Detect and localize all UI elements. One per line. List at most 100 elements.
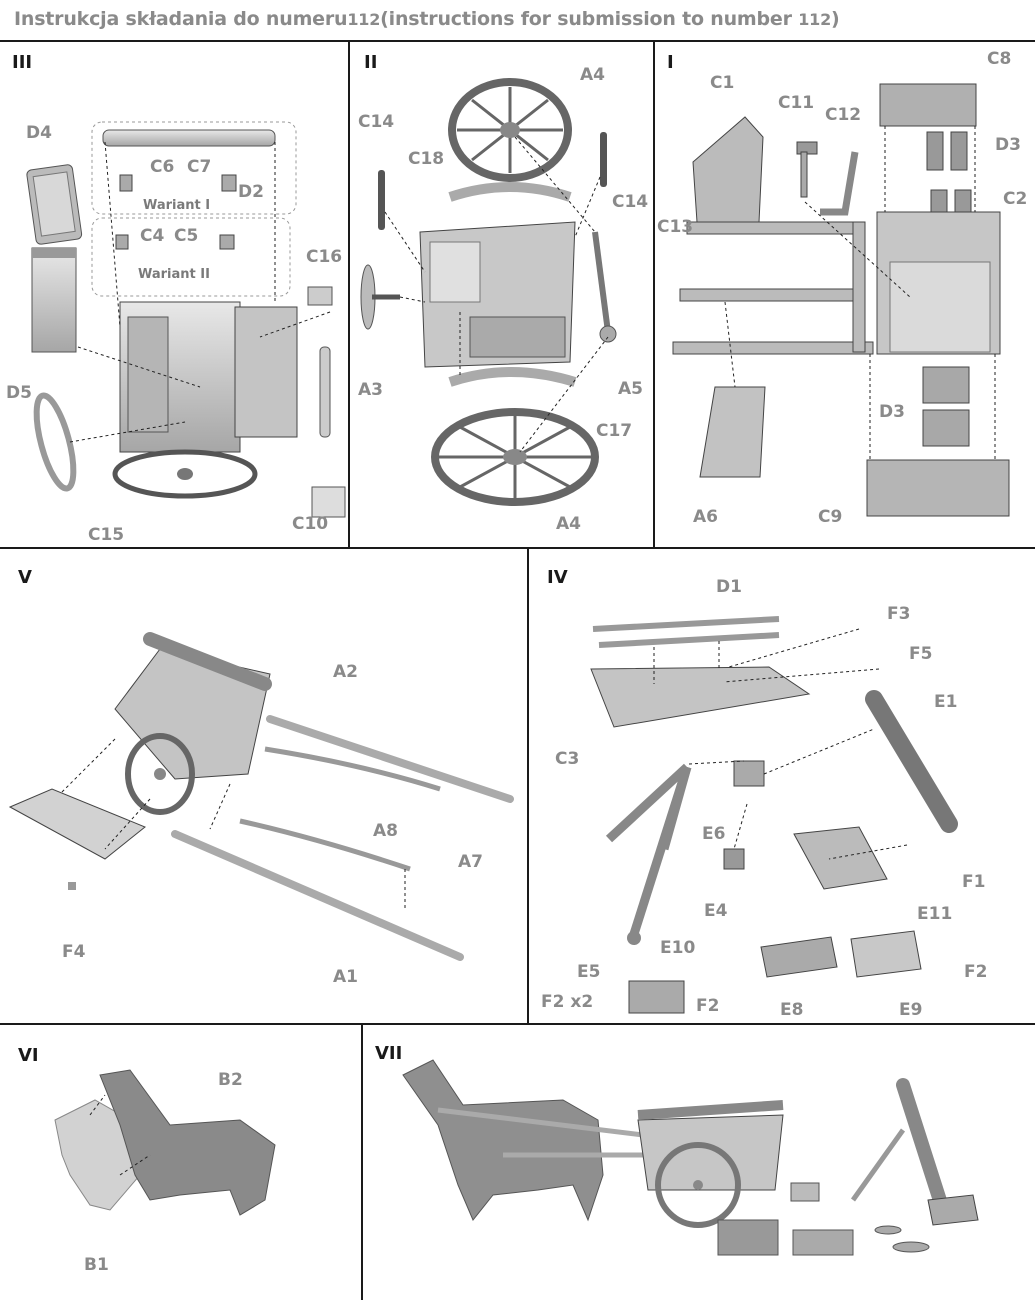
page-header: Instrukcja składania do numeru112(instru… bbox=[0, 0, 1035, 40]
label-a4-top: A4 bbox=[580, 65, 605, 85]
panel-vi: VI B2 B1 bbox=[0, 1025, 361, 1300]
divider-v3 bbox=[527, 548, 529, 1024]
part-c15 bbox=[33, 392, 77, 492]
label-f2-b: F2 bbox=[964, 962, 987, 982]
label-e8: E8 bbox=[780, 1000, 803, 1020]
label-d3-top: D3 bbox=[995, 135, 1021, 155]
label-d1: D1 bbox=[716, 577, 742, 597]
label-e1: E1 bbox=[934, 692, 957, 712]
cart-wheel bbox=[125, 733, 195, 815]
label-d2: D2 bbox=[238, 182, 264, 202]
step-number: III bbox=[12, 52, 33, 73]
part-c3 bbox=[590, 666, 811, 728]
part-c1 bbox=[692, 116, 764, 223]
label-c9: C9 bbox=[818, 507, 842, 527]
step-number: VI bbox=[18, 1045, 39, 1066]
horse-half-b2 bbox=[99, 1069, 276, 1216]
label-c5: C5 bbox=[174, 226, 198, 246]
part-c9 bbox=[866, 459, 1010, 517]
label-a3: A3 bbox=[358, 380, 383, 400]
label-c1: C1 bbox=[710, 73, 734, 93]
panel-v: V A2 A8 A7 F4 A1 bbox=[0, 549, 527, 1023]
label-c6: C6 bbox=[150, 157, 174, 177]
part-f4-rack bbox=[8, 788, 146, 860]
step-number: V bbox=[18, 567, 32, 588]
part-e1 bbox=[865, 690, 958, 833]
label-c11: C11 bbox=[778, 93, 814, 113]
label-c13: C13 bbox=[657, 217, 693, 237]
label-e11: E11 bbox=[917, 904, 952, 924]
label-c10: C10 bbox=[292, 514, 328, 534]
page-title: Instrukcja składania do numeru112(instru… bbox=[14, 8, 840, 30]
wheel-a4-top bbox=[448, 78, 572, 182]
label-a6: A6 bbox=[693, 507, 718, 527]
assembled-mortar bbox=[896, 1078, 950, 1217]
label-wariant-ii: Wariant II bbox=[138, 267, 210, 282]
barrel-d2 bbox=[102, 129, 276, 147]
label-f1: F1 bbox=[962, 872, 985, 892]
part-d5 bbox=[31, 247, 77, 353]
label-d4: D4 bbox=[26, 123, 52, 143]
label-f2-x2: F2 x2 bbox=[541, 992, 593, 1012]
part-e9 bbox=[850, 930, 922, 978]
label-c17: C17 bbox=[596, 421, 632, 441]
shaft-a1 bbox=[171, 830, 464, 961]
panel-vii-drawing bbox=[402, 1059, 979, 1256]
part-e8 bbox=[760, 936, 838, 978]
cart-body bbox=[114, 648, 271, 780]
label-d3-mid: D3 bbox=[879, 402, 905, 422]
label-e6: E6 bbox=[702, 824, 725, 844]
horse-half-b1 bbox=[54, 1099, 141, 1211]
label-f5: F5 bbox=[909, 644, 932, 664]
panel-ii-drawing: A4 C14 C18 C14 A3 A5 C17 A4 bbox=[358, 65, 648, 534]
step-number: I bbox=[667, 52, 674, 73]
label-c18: C18 bbox=[408, 149, 444, 169]
shaft-a2 bbox=[266, 715, 514, 803]
divider-v1 bbox=[348, 41, 350, 548]
panel-vi-drawing: B2 B1 bbox=[54, 1069, 276, 1275]
panel-ii: II bbox=[350, 42, 653, 547]
label-c12: C12 bbox=[825, 105, 861, 125]
step-number: II bbox=[364, 52, 378, 73]
label-e4: E4 bbox=[704, 901, 728, 921]
divider-row1 bbox=[0, 547, 1035, 549]
label-d5: D5 bbox=[6, 383, 32, 403]
divider-row2 bbox=[0, 1023, 1035, 1025]
label-b2: B2 bbox=[218, 1070, 243, 1090]
assembled-cart bbox=[637, 1114, 784, 1191]
label-c14-left: C14 bbox=[358, 112, 394, 132]
panel-v-drawing: A2 A8 A7 F4 A1 bbox=[8, 632, 514, 987]
part-c8 bbox=[879, 83, 977, 127]
label-b1: B1 bbox=[84, 1255, 109, 1275]
part-a6 bbox=[699, 386, 766, 478]
label-wariant-i: Wariant I bbox=[143, 198, 210, 213]
label-c8: C8 bbox=[987, 49, 1011, 69]
label-c14-right: C14 bbox=[612, 192, 648, 212]
panel-i-drawing: C1 C11 C12 C8 D3 C2 C13 D3 A6 C9 bbox=[657, 49, 1027, 527]
part-e10 bbox=[628, 980, 685, 1014]
panel-i: I bbox=[655, 42, 1035, 547]
label-a8: A8 bbox=[373, 821, 398, 841]
label-a1: A1 bbox=[333, 967, 358, 987]
label-c7: C7 bbox=[187, 157, 211, 177]
panel-iii: III bbox=[0, 42, 348, 547]
variant-i-box bbox=[91, 121, 297, 215]
wheel-a4-bottom bbox=[431, 408, 599, 506]
panel-iv: IV bbox=[529, 549, 1035, 1023]
label-c16: C16 bbox=[306, 247, 342, 267]
step-number: IV bbox=[547, 567, 568, 588]
label-c15: C15 bbox=[88, 525, 124, 545]
label-c2: C2 bbox=[1003, 189, 1027, 209]
label-e9: E9 bbox=[899, 1000, 922, 1020]
assembled-horse bbox=[402, 1059, 604, 1222]
panel-iii-drawing: D4 C6 C7 D2 Wariant I C4 C5 Wariant II C… bbox=[6, 121, 346, 545]
part-d4 bbox=[26, 164, 83, 245]
part-e11 bbox=[793, 826, 888, 890]
panel-iv-drawing: D1 F3 F5 E1 C3 E6 F1 E4 E11 E10 E5 F2 x2… bbox=[541, 577, 987, 1020]
divider-top bbox=[0, 40, 1035, 42]
variant-ii-box bbox=[91, 217, 291, 297]
label-e10: E10 bbox=[660, 938, 695, 958]
part-c10 bbox=[311, 486, 346, 518]
step-number: VII bbox=[375, 1043, 403, 1064]
divider-v4 bbox=[361, 1024, 363, 1300]
